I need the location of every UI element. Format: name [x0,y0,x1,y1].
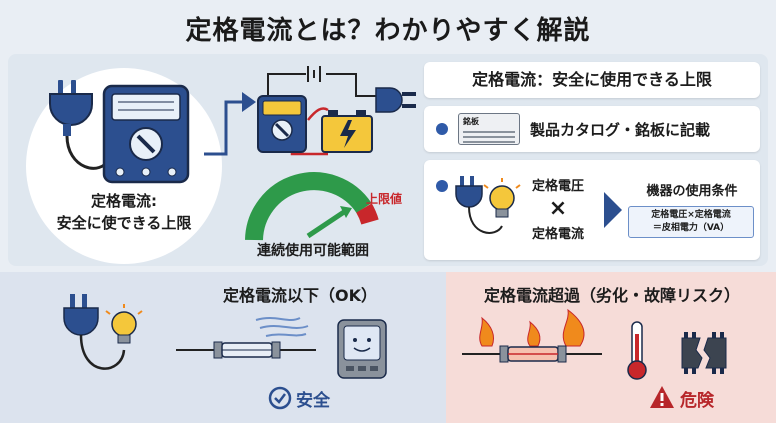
thermometer-icon [627,321,647,380]
flow-arrow-icon [204,92,256,156]
plug-icon [49,80,112,170]
intro-caption: 定格電流: 安全に使できる上限 [26,190,222,234]
bullet-dot [436,180,448,192]
safe-section-title: 定格電流以下（OK） [222,286,377,305]
formula-current: 定格電流 [531,227,584,242]
formula-card: 定格電圧 × 定格電流 機器の使用条件 定格電圧×定格電流 ＝皮相電力（VA） [424,160,760,260]
broken-chip-icon [681,332,727,374]
conditions-title: 機器の使用条件 [646,184,738,199]
limit-label: 上限値 [366,192,403,206]
conditions-line2: ＝皮相電力（VA） [652,223,730,233]
safe-status: 安全 [296,391,330,411]
plug-bulb-safe-icon [63,294,143,370]
conditions-line1: 定格電圧×定格電流 [651,210,731,220]
circuit-illustration [257,66,416,156]
bullet-dot [436,123,448,135]
catalog-text: 製品カタログ・銘板に記載 [530,121,711,139]
small-multimeter-icon [257,95,307,153]
car-battery-icon [321,110,373,153]
happy-device-icon [337,319,387,379]
definition-card: 定格電流：安全に使用できる上限 [424,62,760,98]
nameplate-icon: 銘板 [458,113,520,145]
plug-bulb-icon [455,176,521,234]
multimeter-icon [102,84,190,184]
intro-caption-line1: 定格電流: [91,192,157,210]
burning-fuse-icon [462,308,602,363]
fuse-safe-icon [176,317,316,359]
warning-icon [650,386,674,408]
gauge-caption: 連続使用可能範囲 [257,243,369,259]
battery-symbol-icon [307,66,321,82]
conditions-box: 定格電圧×定格電流 ＝皮相電力（VA） [628,206,754,238]
page-title: 定格電流とは？わかりやすく解説 [185,16,591,46]
formula-voltage: 定格電圧 [531,179,584,194]
arrow-right-icon [604,192,622,228]
small-plug-icon [375,87,416,113]
danger-section-title: 定格電流超過（劣化・故障リスク） [483,286,740,305]
gauge-icon [245,172,379,241]
plug-multimeter-illustration [49,80,190,184]
formula-times: × [548,196,568,221]
danger-status: 危険 [680,391,714,411]
intro-caption-line2: 安全に使できる上限 [56,214,192,232]
nameplate-label: 銘板 [463,117,479,126]
circuit-wires [267,73,376,156]
definition-text: 定格電流：安全に使用できる上限 [472,70,712,89]
catalog-card: 銘板 製品カタログ・銘板に記載 [424,106,760,152]
check-circle-icon [268,386,292,410]
